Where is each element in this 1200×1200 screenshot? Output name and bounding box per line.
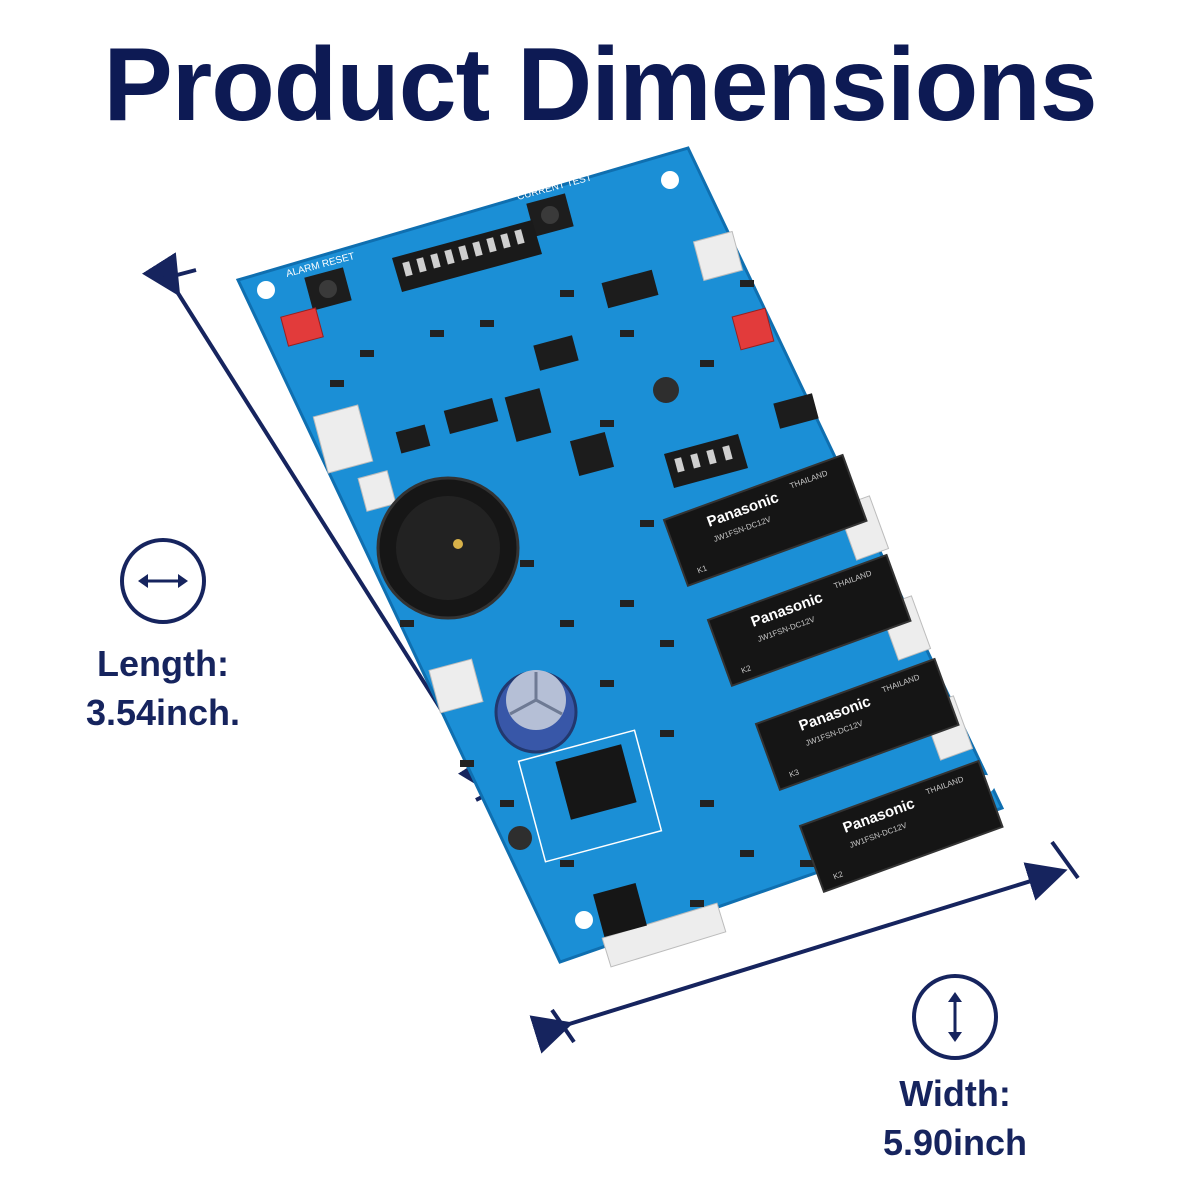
ic-chips: [395, 269, 819, 477]
length-callout: Length: 3.54inch.: [58, 640, 268, 737]
vertical-double-arrow-icon: [912, 974, 998, 1060]
relay-k2: Panasonic JW1FSN-DC12V THAILAND K2: [706, 553, 912, 688]
relay-name-label: K3: [788, 767, 801, 779]
pcb-board: ALARM RESET CURRENT TEST: [235, 146, 1005, 968]
electrolytic-capacitor: [494, 670, 578, 754]
current-test-button: [526, 193, 574, 237]
buzzer: [376, 476, 520, 620]
width-label: Width:: [899, 1073, 1011, 1114]
red-connectors: [280, 307, 775, 351]
relay-k4: Panasonic JW1FSN-DC12V THAILAND K2: [798, 759, 1004, 894]
small-capacitors: [508, 377, 679, 850]
relay-k1: Panasonic JW1FSN-DC12V THAILAND K1: [662, 453, 868, 588]
voltage-regulator: [517, 729, 663, 863]
dip-switch-bank: [392, 220, 542, 292]
length-label: Length:: [97, 643, 229, 684]
length-value: 3.54inch.: [85, 691, 241, 733]
width-callout: Width: 5.90inch: [850, 1070, 1060, 1167]
relay-name-label: K2: [832, 869, 845, 881]
page-title: Product Dimensions: [103, 27, 1097, 143]
relay-name-label: K2: [740, 663, 753, 675]
width-value: 5.90inch: [882, 1121, 1028, 1163]
smd-components: [330, 280, 814, 907]
bridge-rectifier: [593, 883, 647, 937]
small-dip-switch: [664, 434, 748, 488]
horizontal-double-arrow-icon: [120, 538, 206, 624]
relay-k3: Panasonic JW1FSN-DC12V THAILAND K3: [754, 657, 960, 792]
alarm-reset-button: [304, 267, 352, 311]
width-dimension-line: [529, 840, 1080, 1054]
relay-name-label: K1: [696, 563, 709, 575]
